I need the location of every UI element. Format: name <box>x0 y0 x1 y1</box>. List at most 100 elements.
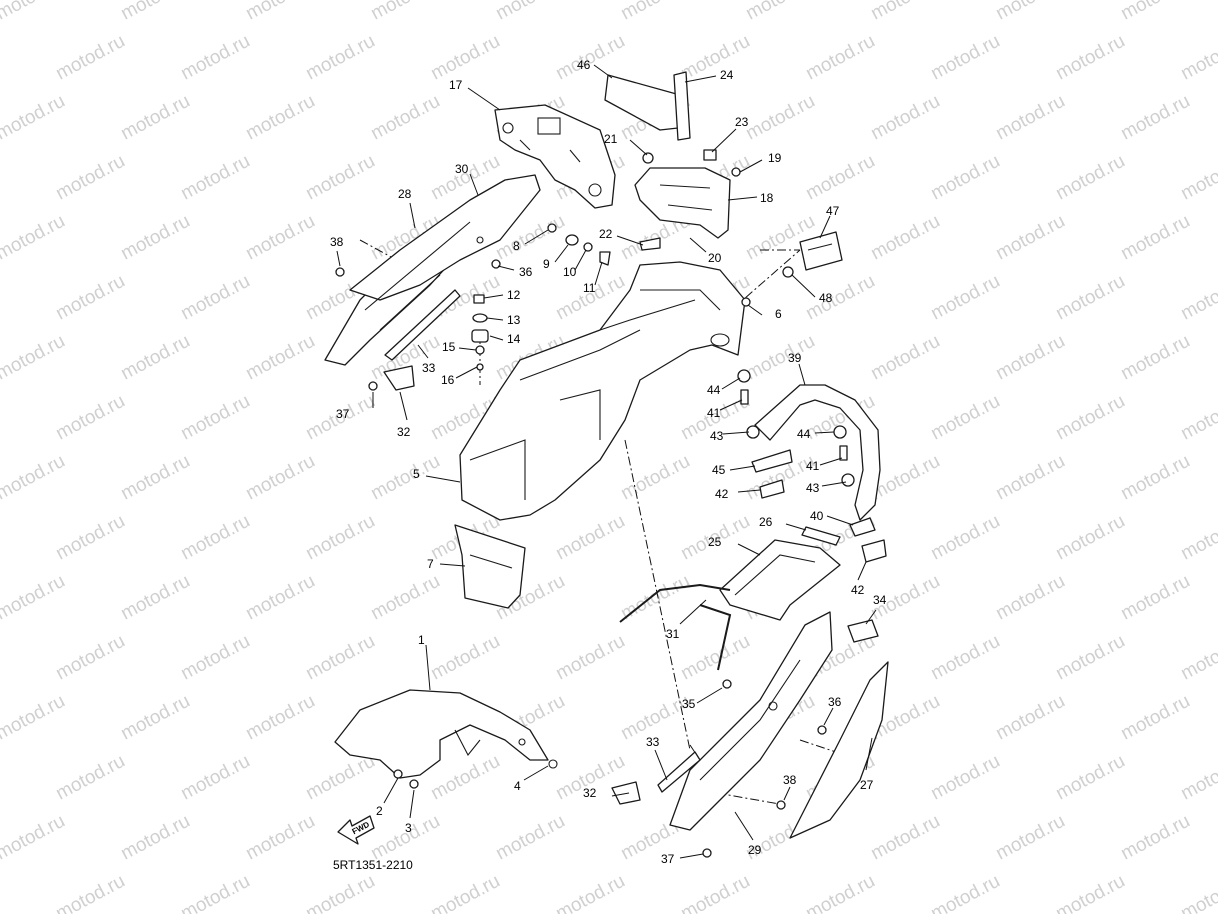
watermark-text: motod.ru <box>242 91 318 145</box>
part-33-trim-left <box>384 289 461 361</box>
watermark-text: motod.ru <box>1052 271 1128 325</box>
watermark-text: motod.ru <box>1177 751 1218 805</box>
watermark-text: motod.ru <box>927 871 1003 914</box>
watermark-text: motod.ru <box>117 571 193 625</box>
callout-3: 3 <box>405 821 412 835</box>
watermark-text: motod.ru <box>302 511 378 565</box>
callout-16: 16 <box>441 373 455 387</box>
callout-33-right: 33 <box>646 735 660 749</box>
watermark-text: motod.ru <box>992 451 1068 505</box>
watermark-text: motod.ru <box>0 271 4 325</box>
watermark-text: motod.ru <box>117 811 193 865</box>
watermark-text: motod.ru <box>177 31 253 85</box>
watermark-text: motod.ru <box>1177 151 1218 205</box>
watermark-text: motod.ru <box>867 91 943 145</box>
watermark-text: motod.ru <box>1052 871 1128 914</box>
watermark-text: motod.ru <box>927 391 1003 445</box>
watermark-text: motod.ru <box>1052 31 1128 85</box>
watermark-text: motod.ru <box>992 571 1068 625</box>
callout-5: 5 <box>413 467 420 481</box>
callout-10: 10 <box>563 265 577 279</box>
watermark-text: motod.ru <box>992 331 1068 385</box>
watermark-text: motod.ru <box>927 751 1003 805</box>
callout-46: 46 <box>577 58 591 72</box>
callout-36-right: 36 <box>828 695 842 709</box>
callout-26: 26 <box>759 515 773 529</box>
callout-6: 6 <box>775 307 782 321</box>
watermark-text: motod.ru <box>552 631 628 685</box>
fasteners-fender <box>393 769 419 789</box>
watermark-text: motod.ru <box>0 811 69 865</box>
callout-30: 30 <box>455 162 469 176</box>
watermark-text: motod.ru <box>0 31 4 85</box>
watermark-text: motod.ru <box>1117 211 1193 265</box>
watermark-text: motod.ru <box>0 571 69 625</box>
watermark-text: motod.ru <box>552 511 628 565</box>
part-34-block <box>847 619 879 643</box>
part-25-panel <box>719 539 841 621</box>
callout-19: 19 <box>768 151 782 165</box>
watermark-text: motod.ru <box>1177 871 1218 914</box>
watermark-text: motod.ru <box>117 451 193 505</box>
part-6-clip <box>741 297 751 307</box>
callout-32-right: 32 <box>583 786 597 800</box>
callout-13: 13 <box>507 313 521 327</box>
watermark-text: motod.ru <box>52 631 128 685</box>
watermark-text: motod.ru <box>0 751 4 805</box>
part-38-screw-left <box>335 267 345 277</box>
part-27-side-cover-outer <box>789 661 889 839</box>
watermark-text: motod.ru <box>802 31 878 85</box>
watermark-text: motod.ru <box>867 811 943 865</box>
callout-44-right: 44 <box>797 427 811 441</box>
watermark-text: motod.ru <box>52 391 128 445</box>
watermark-text: motod.ru <box>52 751 128 805</box>
callout-12: 12 <box>507 288 521 302</box>
watermark-text: motod.ru <box>0 691 69 745</box>
watermark-text: motod.ru <box>1177 271 1218 325</box>
watermark-text: motod.ru <box>552 31 628 85</box>
watermark-text: motod.ru <box>177 391 253 445</box>
part-47-light <box>799 231 843 271</box>
watermark-text: motod.ru <box>1052 631 1128 685</box>
watermark-text: motod.ru <box>427 31 503 85</box>
watermark-text: motod.ru <box>0 151 4 205</box>
watermark-text: motod.ru <box>177 271 253 325</box>
callout-37-left: 37 <box>336 407 350 421</box>
fasteners-top <box>639 149 741 251</box>
watermark-text: motod.ru <box>0 0 69 24</box>
callout-35: 35 <box>682 697 696 711</box>
watermark-text: motod.ru <box>802 151 878 205</box>
part-32-tab-right <box>611 781 641 805</box>
callout-28: 28 <box>398 187 412 201</box>
watermark-text: motod.ru <box>177 751 253 805</box>
watermark-text: motod.ru <box>802 271 878 325</box>
watermark-text: motod.ru <box>1117 691 1193 745</box>
callout-1: 1 <box>418 633 425 647</box>
watermark-text: motod.ru <box>0 391 4 445</box>
watermark-text: motod.ru <box>617 0 693 24</box>
watermark-text: motod.ru <box>0 631 4 685</box>
watermark-text: motod.ru <box>1117 91 1193 145</box>
watermark-text: motod.ru <box>302 151 378 205</box>
watermark-text: motod.ru <box>177 511 253 565</box>
watermark-text: motod.ru <box>52 151 128 205</box>
callout-42-right: 42 <box>851 583 865 597</box>
callout-22: 22 <box>599 227 613 241</box>
callout-42-left: 42 <box>715 487 729 501</box>
part-39-grab-rail <box>754 384 881 521</box>
watermark-text: motod.ru <box>992 811 1068 865</box>
callout-43-right: 43 <box>806 481 820 495</box>
watermark-text: motod.ru <box>0 211 69 265</box>
watermark-text: motod.ru <box>677 631 753 685</box>
watermark-text: motod.ru <box>1052 751 1128 805</box>
watermark-text: motod.ru <box>677 871 753 914</box>
rail-fittings <box>737 369 887 563</box>
watermark-text: motod.ru <box>52 871 128 914</box>
watermark-text: motod.ru <box>742 91 818 145</box>
watermark-text: motod.ru <box>867 331 943 385</box>
watermark-text: motod.ru <box>992 691 1068 745</box>
watermark-text: motod.ru <box>117 211 193 265</box>
watermark-text: motod.ru <box>117 91 193 145</box>
part-31-rail <box>619 583 732 671</box>
